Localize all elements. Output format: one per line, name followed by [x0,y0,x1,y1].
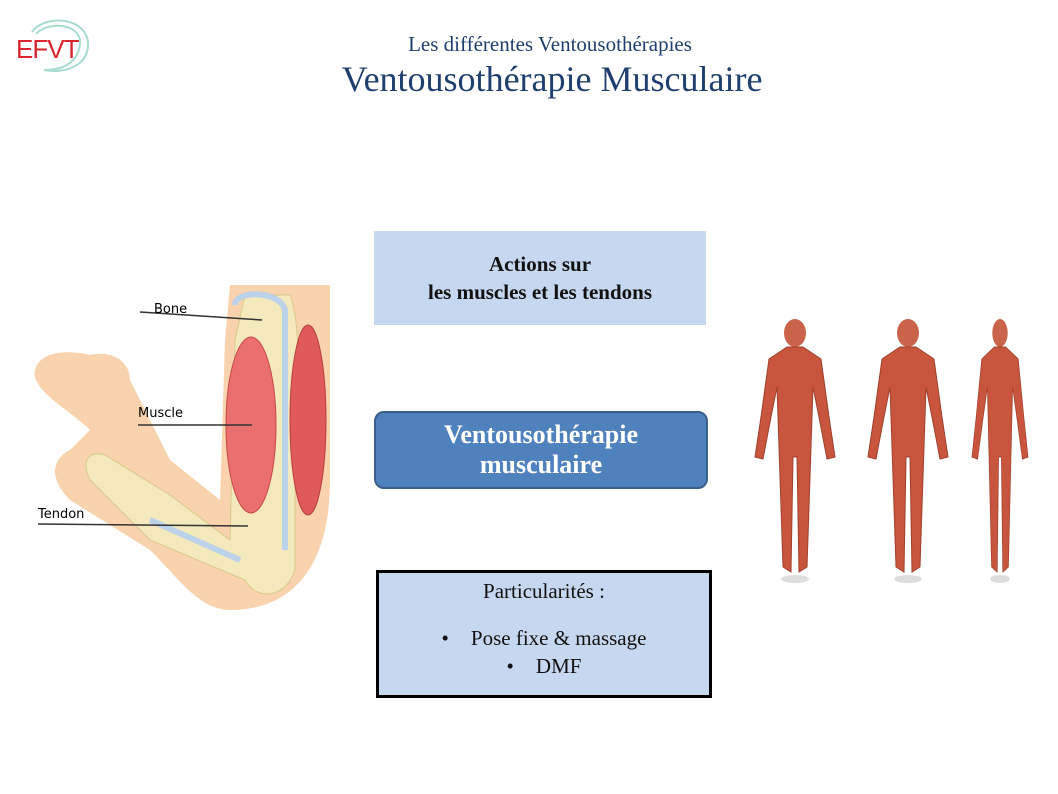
muscular-body-figures [740,315,1040,590]
particularities-heading: Particularités : [483,579,605,603]
slide-subtitle: Les différentes Ventousothérapies [408,32,692,56]
bone-label: Bone [154,302,188,317]
slide-title: Ventousothérapie Musculaire [341,59,763,99]
actions-box: Actions sur les muscles et les tendons [374,231,706,325]
arm-muscle-diagram: Bone Muscle Tendon [30,280,340,620]
actions-line-1: Actions sur [488,252,592,276]
main-topic-box: Ventousothérapie musculaire [374,411,708,489]
actions-line-2: les muscles et les tendons [428,280,652,304]
svg-text:EFVT: EFVT [16,34,80,64]
efvt-logo: EFVT [14,14,94,78]
muscle-label: Muscle [138,406,183,421]
main-topic-line-2: musculaire [479,450,603,479]
tendon-label: Tendon [38,507,85,522]
particularities-box: Particularités : Pose fixe & massage DMF [376,570,712,698]
list-item: DMF [379,652,709,680]
main-topic-line-1: Ventousothérapie [443,420,639,449]
list-item: Pose fixe & massage [379,624,709,652]
